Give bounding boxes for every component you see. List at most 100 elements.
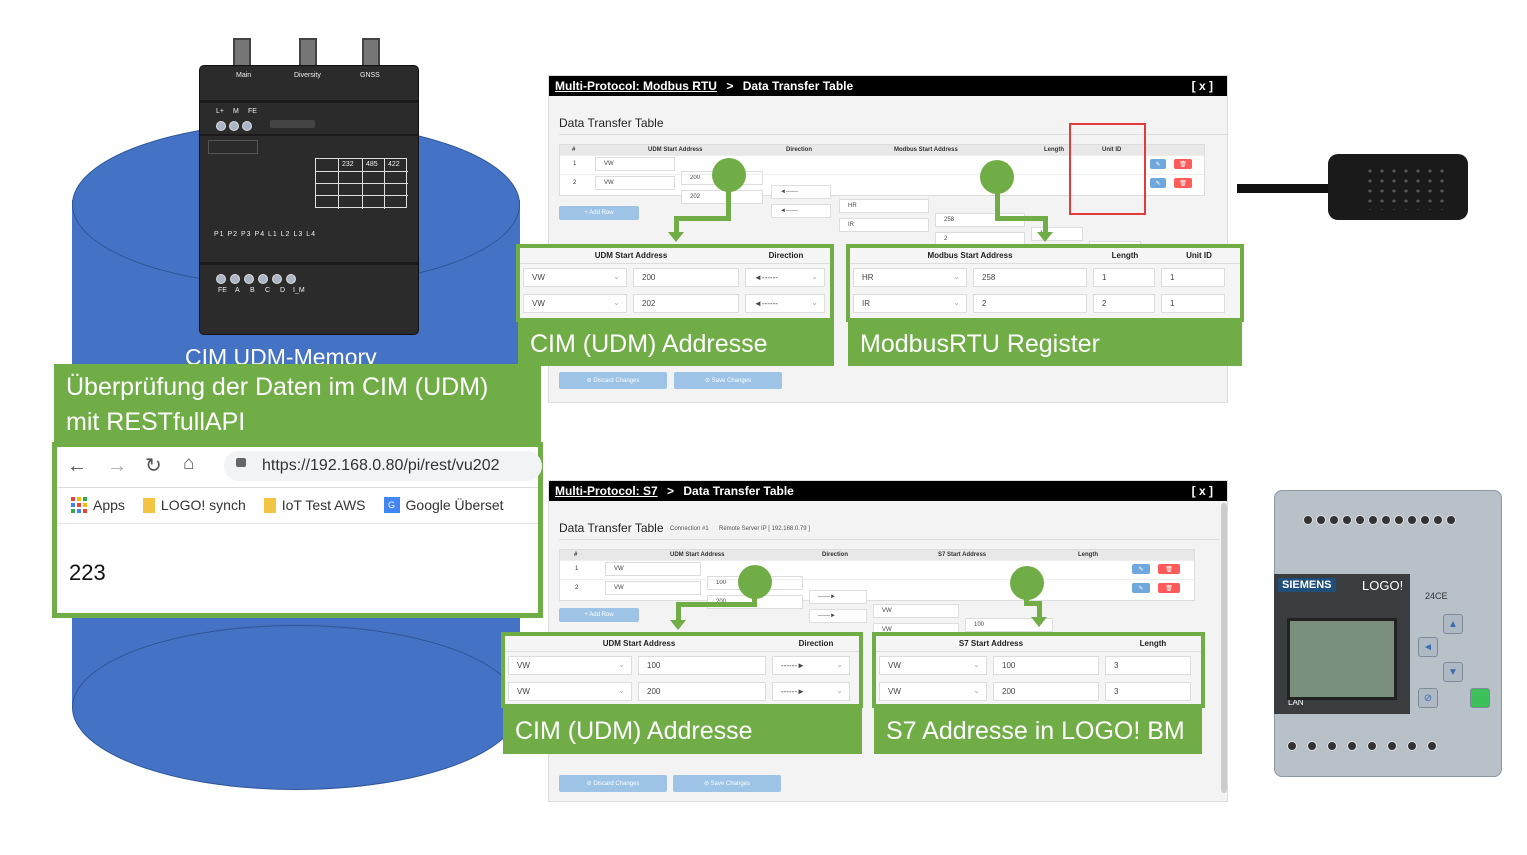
- modbus-zoom-udm: UDM Start Address Direction VW⌄ 200 ◄---…: [516, 244, 834, 322]
- direction-select[interactable]: ◄------⌄: [745, 293, 825, 313]
- modbus-address-input[interactable]: 2: [973, 293, 1087, 313]
- edit-row-icon[interactable]: ✎: [1132, 564, 1150, 574]
- edit-row-icon[interactable]: ✎: [1150, 159, 1166, 169]
- output-terminals-icon: [1287, 741, 1437, 751]
- delete-row-icon[interactable]: 🗑: [1174, 159, 1192, 169]
- chevron-down-icon: ⌄: [613, 297, 620, 307]
- chevron-down-icon: ⌄: [973, 685, 980, 695]
- register-type-select[interactable]: HR⌄: [853, 267, 967, 287]
- antenna-diversity-icon: [299, 38, 317, 68]
- length-input[interactable]: 2: [1093, 293, 1155, 313]
- direction-select[interactable]: ------►⌄: [772, 681, 850, 701]
- sd-slot-icon: [270, 120, 315, 128]
- udm-address-input[interactable]: 202: [633, 293, 739, 313]
- s7-type-select[interactable]: VW⌄: [879, 681, 987, 701]
- bookmark-logo-synch[interactable]: LOGO! synch: [160, 497, 246, 513]
- direction-select[interactable]: ◄------⌄: [745, 267, 825, 287]
- arrow-head-icon: [668, 232, 684, 242]
- bookmark-apps[interactable]: Apps: [93, 497, 125, 513]
- chevron-down-icon: ⌄: [811, 297, 818, 307]
- length-input[interactable]: 1: [1093, 267, 1155, 287]
- reload-icon[interactable]: ↻: [145, 455, 162, 477]
- table-row: 2 VW 200 ------► VW 200 3 ✎ 🗑: [560, 579, 1194, 665]
- unit-id-input[interactable]: 1: [1161, 267, 1225, 287]
- connector-dot: [980, 160, 1014, 194]
- length-input[interactable]: 3: [1105, 655, 1191, 675]
- cim-device: Main Diversity GNSS L+ M FE 232 485 422 …: [200, 66, 418, 334]
- rest-api-label: Überprüfung der Daten im CIM (UDM) mit R…: [54, 364, 541, 444]
- register-type-select[interactable]: IR⌄: [853, 293, 967, 313]
- port-labels: P1 P2 P3 P4 L1 L2 L3 L4: [214, 231, 317, 238]
- antenna-gnss-icon: [362, 38, 380, 68]
- s7-type-select[interactable]: VW⌄: [879, 655, 987, 675]
- bookmark-google-translate[interactable]: Google Überset: [405, 497, 504, 513]
- antenna-label-main: Main: [236, 72, 252, 79]
- direction-select[interactable]: ------►⌄: [772, 655, 850, 675]
- google-translate-icon: G: [383, 497, 400, 513]
- breadcrumb-s7-link[interactable]: Multi-Protocol: S7: [555, 484, 658, 498]
- cylinder-label: CIM UDM-Memory: [185, 344, 377, 366]
- length-input[interactable]: 3: [1105, 681, 1191, 701]
- chevron-down-icon: ⌄: [836, 659, 843, 669]
- s7-panel-titlebar: Multi-Protocol: S7 > Data Transfer Table…: [549, 481, 1227, 501]
- sensor-cable: [1237, 184, 1332, 193]
- home-icon[interactable]: ⌂: [183, 453, 195, 474]
- ok-key-icon[interactable]: [1470, 688, 1490, 708]
- esc-key-icon[interactable]: ⊘: [1418, 688, 1438, 708]
- udm-type-select[interactable]: VW⌄: [523, 293, 627, 313]
- s7-address-label: S7 Addresse in LOGO! BM: [874, 708, 1202, 754]
- response-value: 223: [69, 560, 106, 585]
- chevron-down-icon: ⌄: [973, 659, 980, 669]
- delete-row-icon[interactable]: 🗑: [1158, 564, 1180, 574]
- edit-row-icon[interactable]: ✎: [1150, 178, 1166, 188]
- udm-address-input[interactable]: 200: [633, 267, 739, 287]
- address-bar[interactable]: https://192.168.0.80/pi/rest/vu202: [224, 451, 542, 481]
- forward-arrow-icon[interactable]: →: [107, 455, 127, 477]
- left-key-icon[interactable]: ◄: [1418, 637, 1438, 657]
- arrow-head-icon: [670, 620, 686, 630]
- s7-address-input[interactable]: 200: [993, 681, 1099, 701]
- discard-changes-button[interactable]: ⊘ Discard Changes: [559, 372, 667, 389]
- model-label: 24CE: [1425, 591, 1448, 601]
- delete-row-icon[interactable]: 🗑: [1158, 583, 1180, 593]
- cim-udm-label: CIM (UDM) Addresse: [518, 322, 834, 366]
- udm-address-input[interactable]: 100: [638, 655, 766, 675]
- save-changes-button[interactable]: ⊘ Save Changes: [674, 372, 782, 389]
- udm-type-select[interactable]: VW⌄: [508, 655, 632, 675]
- up-key-icon[interactable]: ▲: [1443, 614, 1463, 634]
- save-changes-button[interactable]: ⊘ Save Changes: [673, 775, 781, 792]
- s7-address-input[interactable]: 100: [993, 655, 1099, 675]
- unit-id-input[interactable]: 1: [1161, 293, 1225, 313]
- chevron-down-icon: ⌄: [618, 685, 625, 695]
- s7-table: # UDM Start Address Direction S7 Start A…: [559, 549, 1195, 665]
- led-label-lplus: L+: [216, 108, 224, 115]
- add-row-button[interactable]: + Add Row: [559, 206, 639, 220]
- antenna-label-gnss: GNSS: [360, 72, 380, 79]
- chevron-down-icon: ⌄: [836, 685, 843, 695]
- browser-window: ← → ↻ ⌂ https://192.168.0.80/pi/rest/vu2…: [52, 442, 543, 618]
- discard-changes-button[interactable]: ⊘ Discard Changes: [559, 775, 667, 792]
- connector-dot: [738, 565, 772, 599]
- close-button[interactable]: [ x ]: [1191, 79, 1213, 93]
- back-arrow-icon[interactable]: ←: [67, 455, 87, 477]
- connection-label: Connection #1: [670, 526, 709, 532]
- delete-row-icon[interactable]: 🗑: [1174, 178, 1192, 188]
- close-button[interactable]: [ x ]: [1191, 484, 1213, 498]
- modbus-register-label: ModbusRTU Register: [848, 322, 1242, 366]
- edit-row-icon[interactable]: ✎: [1132, 583, 1150, 593]
- udm-type-select[interactable]: VW⌄: [523, 267, 627, 287]
- add-row-button[interactable]: + Add Row: [559, 608, 639, 622]
- udm-address-input[interactable]: 200: [638, 681, 766, 701]
- chevron-down-icon: ⌄: [953, 297, 960, 307]
- breadcrumb-modbus-link[interactable]: Multi-Protocol: Modbus RTU: [555, 79, 717, 93]
- apps-grid-icon[interactable]: [71, 497, 87, 513]
- antenna-label-diversity: Diversity: [294, 72, 321, 79]
- bookmark-iot-test-aws[interactable]: IoT Test AWS: [281, 497, 366, 513]
- memory-cylinder-bottom: [72, 625, 520, 790]
- scrollbar[interactable]: [1221, 503, 1227, 793]
- udm-type-select[interactable]: VW⌄: [508, 681, 632, 701]
- connector-dot: [712, 158, 746, 192]
- led-label-fe: FE: [248, 108, 257, 115]
- modbus-address-input[interactable]: 258: [973, 267, 1087, 287]
- down-key-icon[interactable]: ▼: [1443, 662, 1463, 682]
